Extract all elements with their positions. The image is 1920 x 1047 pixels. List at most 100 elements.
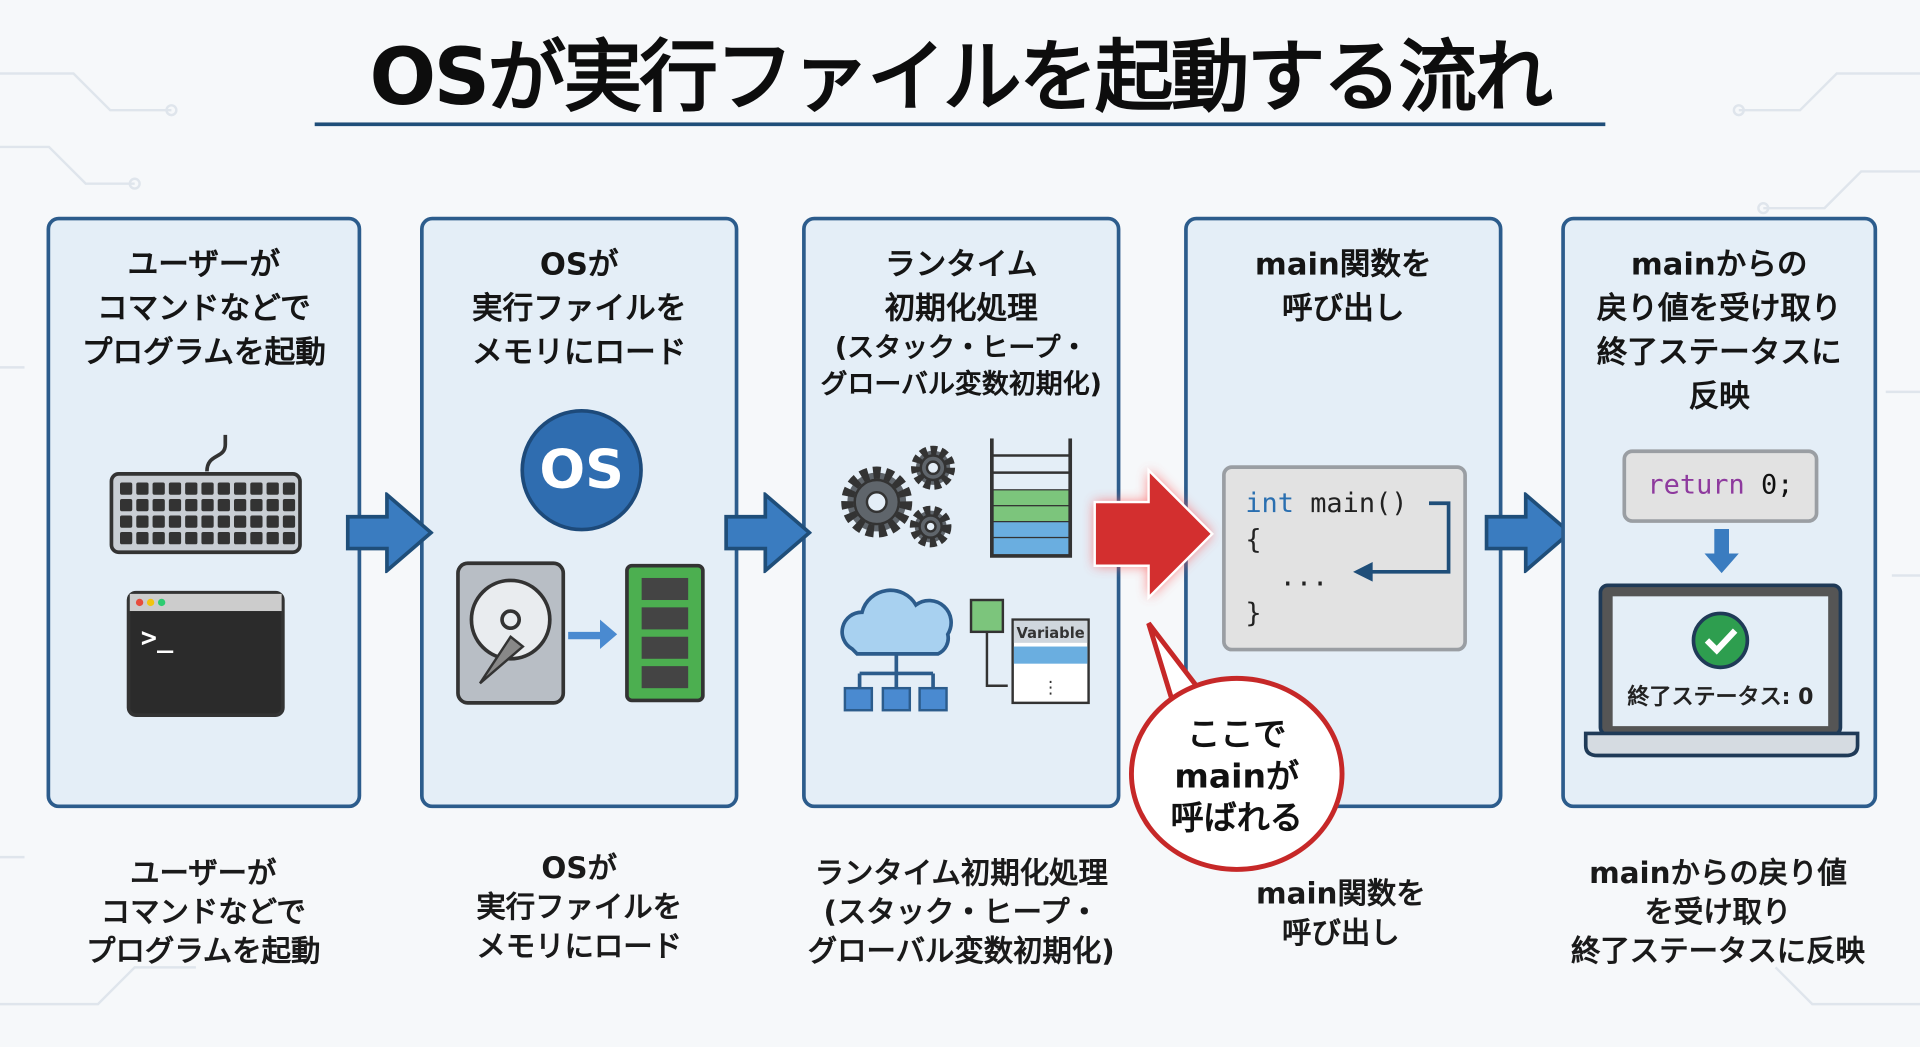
flow-arrow-icon: [724, 492, 812, 574]
heading-line: グローバル変数初期化): [820, 369, 1102, 401]
key: [250, 515, 263, 528]
page-title: OSが実行ファイルを起動する流れ: [369, 33, 1552, 124]
step-heading: mainからの 戻り値を受け取り 終了ステータスに 反映: [1565, 242, 1874, 418]
caption-line: main関数を: [1256, 876, 1426, 912]
heading-line: 初期化処理: [884, 290, 1038, 326]
key: [282, 498, 296, 512]
key: [152, 482, 165, 495]
key: [185, 482, 198, 495]
key: [136, 498, 149, 512]
variable-table-icon: Variable ⋮: [969, 598, 1090, 705]
heading-line: プログラムを起動: [81, 334, 326, 370]
keyboard-icon: [109, 434, 302, 555]
callout-line: mainが: [1174, 757, 1300, 796]
step-heading: main関数を 呼び出し: [1188, 242, 1499, 330]
caption-step-4: main関数を呼び出し: [1157, 874, 1524, 952]
key: [201, 532, 214, 545]
return-statement: return 0;: [1622, 449, 1819, 523]
key: [217, 532, 230, 545]
key: [234, 515, 247, 528]
key: [201, 515, 214, 528]
key: [266, 532, 279, 545]
key: [136, 482, 149, 495]
key: [168, 515, 182, 528]
caption-line: 呼び出し: [1282, 915, 1400, 951]
flow-arrow-icon: [1484, 492, 1573, 574]
step-panel-exit-status: mainからの 戻り値を受け取り 終了ステータスに 反映 return 0; 終…: [1561, 216, 1878, 809]
key: [168, 498, 182, 512]
cloud-network-icon: [840, 588, 953, 712]
return-arrow-icon: [1353, 501, 1451, 582]
key: [120, 498, 133, 512]
title-underline: [314, 122, 1606, 127]
caption-step-2: OSが実行ファイルをメモリにロード: [396, 849, 763, 967]
caption-line: (スタック・ヒープ・: [823, 895, 1100, 930]
caption-line: ランタイム初期化処理: [814, 855, 1108, 891]
key: [201, 498, 214, 512]
key: [120, 482, 133, 495]
code-body: ...: [1279, 562, 1329, 593]
key: [152, 532, 165, 545]
code-brace: }: [1245, 598, 1262, 630]
key: [185, 532, 198, 545]
check-icon: [1691, 611, 1750, 670]
key: [266, 515, 279, 528]
key: [120, 532, 133, 545]
key: [282, 532, 296, 545]
key: [152, 498, 165, 512]
disk-to-memory-icon: [456, 561, 705, 705]
code-keyword: return: [1647, 470, 1745, 501]
key: [185, 498, 198, 512]
key: [217, 482, 230, 495]
code-brace: {: [1245, 525, 1262, 556]
key: [168, 482, 182, 495]
flow-arrow-icon: [345, 492, 434, 574]
caption-line: を受け取り: [1644, 895, 1792, 930]
caption-step-1: ユーザーがコマンドなどでプログラムを起動: [20, 853, 387, 971]
caption-step-5: mainからの戻り値を受け取り終了ステータスに反映: [1534, 853, 1901, 971]
step-heading: OSが 実行ファイルを メモリにロード: [424, 242, 735, 374]
heading-line: mainからの: [1630, 246, 1808, 282]
caption-line: mainからの戻り値: [1589, 855, 1847, 891]
callout-line: ここで: [1187, 716, 1287, 755]
stack-memory-icon: [990, 438, 1073, 558]
key: [266, 498, 279, 512]
key: [250, 482, 263, 495]
caption-line: プログラムを起動: [86, 934, 321, 969]
heading-line: OSが: [539, 246, 619, 282]
key: [185, 515, 198, 528]
heading-line: 実行ファイルを: [472, 290, 687, 326]
highlight-arrow-icon: [1093, 467, 1214, 601]
key: [217, 498, 230, 512]
step-heading: ランタイム 初期化処理 (スタック・ヒープ・ グローバル変数初期化): [806, 242, 1117, 404]
hard-disk-icon: [456, 561, 566, 705]
heading-line: 終了ステータスに: [1596, 334, 1842, 370]
terminal-icon: >_: [126, 590, 285, 717]
key: [250, 532, 263, 545]
step-panel-load: OSが 実行ファイルを メモリにロード OS: [420, 216, 739, 809]
key: [250, 498, 263, 512]
heading-line: 戻り値を受け取り: [1596, 290, 1842, 326]
code-value: 0;: [1744, 470, 1794, 501]
heading-line: ランタイム: [884, 246, 1038, 282]
caption-line: ユーザーが: [130, 855, 277, 891]
key: [152, 515, 165, 528]
caption-line: コマンドなどで: [100, 895, 306, 930]
key: [168, 532, 182, 545]
heading-line: メモリにロード: [472, 334, 687, 370]
laptop-icon: 終了ステータス: 0: [1583, 583, 1860, 758]
svg-text:⋮: ⋮: [1042, 678, 1059, 698]
heading-line: (スタック・ヒープ・: [834, 333, 1088, 364]
code-snippet: int main() { ... }: [1222, 465, 1467, 652]
key: [120, 515, 133, 528]
exit-status-text: 終了ステータス: 0: [1627, 684, 1813, 710]
caption-step-3: ランタイム初期化処理(スタック・ヒープ・グローバル変数初期化): [778, 853, 1145, 971]
ram-icon: [625, 563, 705, 703]
gears-icon: [841, 445, 956, 548]
heading-line: ユーザーが: [127, 246, 281, 282]
callout-bubble: ここで mainが 呼ばれる: [1128, 675, 1345, 872]
terminal-prompt: >_: [141, 623, 174, 654]
code-signature: main(): [1293, 488, 1408, 520]
key: [136, 532, 149, 545]
